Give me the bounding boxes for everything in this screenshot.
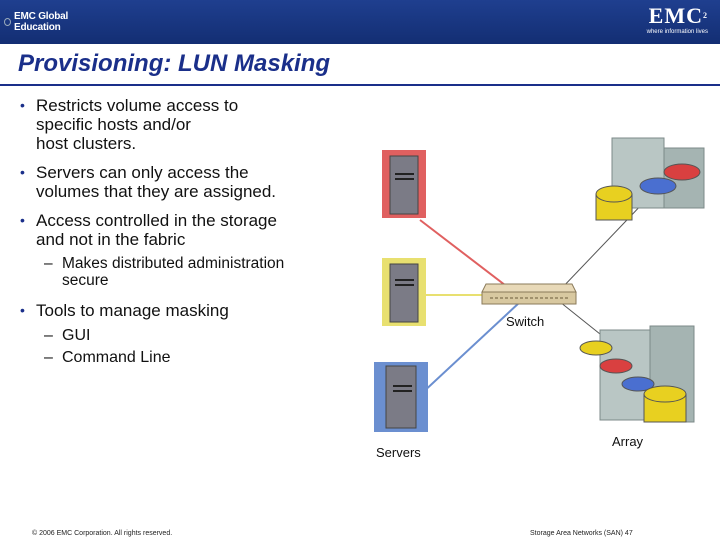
link-red — [419, 219, 519, 296]
dash-icon: – — [44, 255, 53, 272]
servers-label: Servers — [376, 445, 421, 460]
slide-title: Provisioning: LUN Masking — [18, 50, 331, 77]
bullet-icon: • — [20, 164, 25, 180]
brand-tagline: where information lives — [646, 29, 708, 35]
header-bar: EMC Global Education EMC2 where informat… — [0, 0, 720, 44]
san-diagram: Switch Servers Array — [360, 90, 720, 490]
diagram-canvas — [374, 137, 705, 432]
link-switch-array-bottom — [559, 301, 606, 339]
switch-icon — [481, 283, 577, 305]
switch-label: Switch — [506, 314, 545, 329]
sub-bullet-item: – GUI — [44, 327, 91, 344]
org-text: EMC Global Education — [14, 11, 69, 33]
disk-red-2 — [599, 358, 633, 374]
bullet-item: • Servers can only access the volumes th… — [20, 163, 277, 201]
disk-yellow-2 — [579, 340, 613, 356]
bullet-item: • Tools to manage masking — [20, 301, 229, 320]
sub-bullet-item: – Command Line — [44, 349, 171, 366]
bullet-list: • Restricts volume access to specific ho… — [20, 96, 360, 370]
array-label: Array — [612, 434, 644, 449]
org-logo: EMC Global Education — [0, 0, 100, 44]
bullet-icon: • — [20, 97, 25, 113]
footer-page-ref: Storage Area Networks (SAN) 47 — [530, 530, 633, 537]
disk-yellow-3 — [643, 385, 687, 403]
brand-name: EMC — [648, 3, 703, 28]
bullet-item: • Access controlled in the storage and n… — [20, 211, 277, 249]
title-rule — [0, 84, 720, 86]
brand-logo: EMC2 where information lives — [628, 4, 708, 40]
footer-copyright: © 2006 EMC Corporation. All rights reser… — [32, 530, 173, 537]
server-red-icon — [382, 150, 426, 218]
server-blue-icon — [374, 362, 428, 432]
bullet-item: • Restricts volume access to specific ho… — [20, 96, 239, 153]
disk-red — [663, 163, 701, 181]
brand-superscript: 2 — [703, 11, 708, 20]
disk-blue-2 — [621, 376, 655, 392]
sub-bullet-item: – Makes distributed administration secur… — [44, 255, 285, 289]
globe-icon — [4, 18, 11, 26]
dash-icon: – — [44, 327, 53, 344]
bullet-icon: • — [20, 212, 25, 228]
storage-array-bottom-icon — [579, 325, 695, 423]
disk-blue — [639, 177, 677, 195]
storage-array-top-icon — [595, 137, 705, 221]
bullet-icon: • — [20, 302, 25, 318]
disk-yellow — [595, 185, 633, 203]
dash-icon: – — [44, 349, 53, 366]
server-yellow-icon — [382, 258, 426, 326]
link-blue — [419, 301, 521, 396]
